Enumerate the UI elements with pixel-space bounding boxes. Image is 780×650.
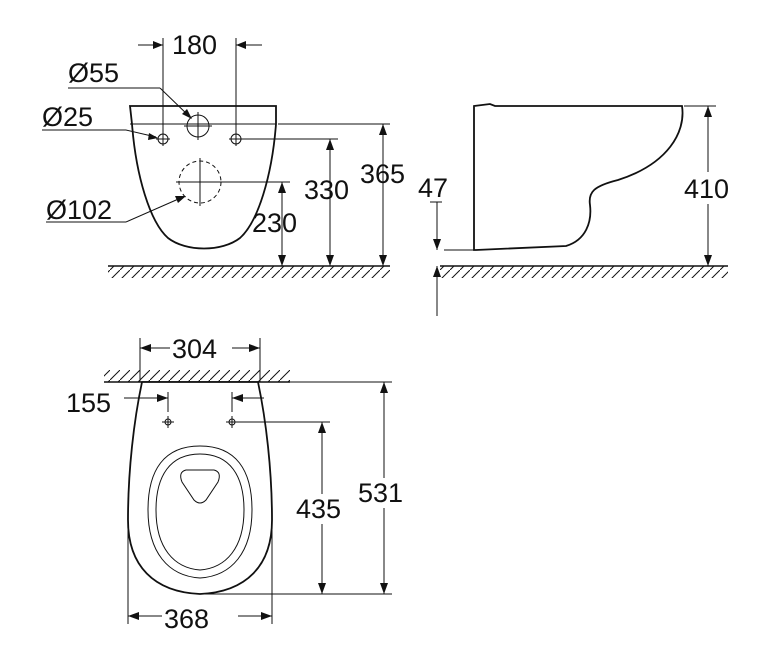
front-floor bbox=[108, 265, 390, 278]
wall-top bbox=[104, 370, 290, 383]
dim-531: 531 bbox=[358, 478, 403, 508]
side-bowl-outline bbox=[473, 103, 684, 251]
top-bowl-outline bbox=[127, 381, 273, 595]
front-bowl-outline bbox=[128, 105, 277, 250]
dim-365: 365 bbox=[360, 159, 405, 189]
side-floor bbox=[440, 265, 728, 278]
top-view: 304 155 435 bbox=[66, 334, 412, 634]
front-view: 180 Ø55 Ø25 Ø102 230 330 365 bbox=[42, 30, 405, 278]
dim-304: 304 bbox=[172, 334, 217, 364]
dim-155: 155 bbox=[66, 388, 111, 418]
dim-410: 410 bbox=[684, 174, 729, 204]
seat-outline bbox=[147, 445, 253, 579]
dim-dia-102: Ø102 bbox=[46, 195, 112, 225]
seat-inner-opening bbox=[180, 469, 220, 504]
dim-dia-55: Ø55 bbox=[68, 58, 119, 88]
dim-47: 47 bbox=[418, 173, 448, 203]
side-view: 47 410 bbox=[418, 103, 736, 316]
dim-dia-25: Ø25 bbox=[42, 102, 93, 132]
dim-180: 180 bbox=[172, 30, 217, 60]
dim-330: 330 bbox=[304, 175, 349, 205]
dim-435: 435 bbox=[296, 494, 341, 524]
dim-230: 230 bbox=[252, 208, 297, 238]
dim-368: 368 bbox=[164, 604, 209, 634]
